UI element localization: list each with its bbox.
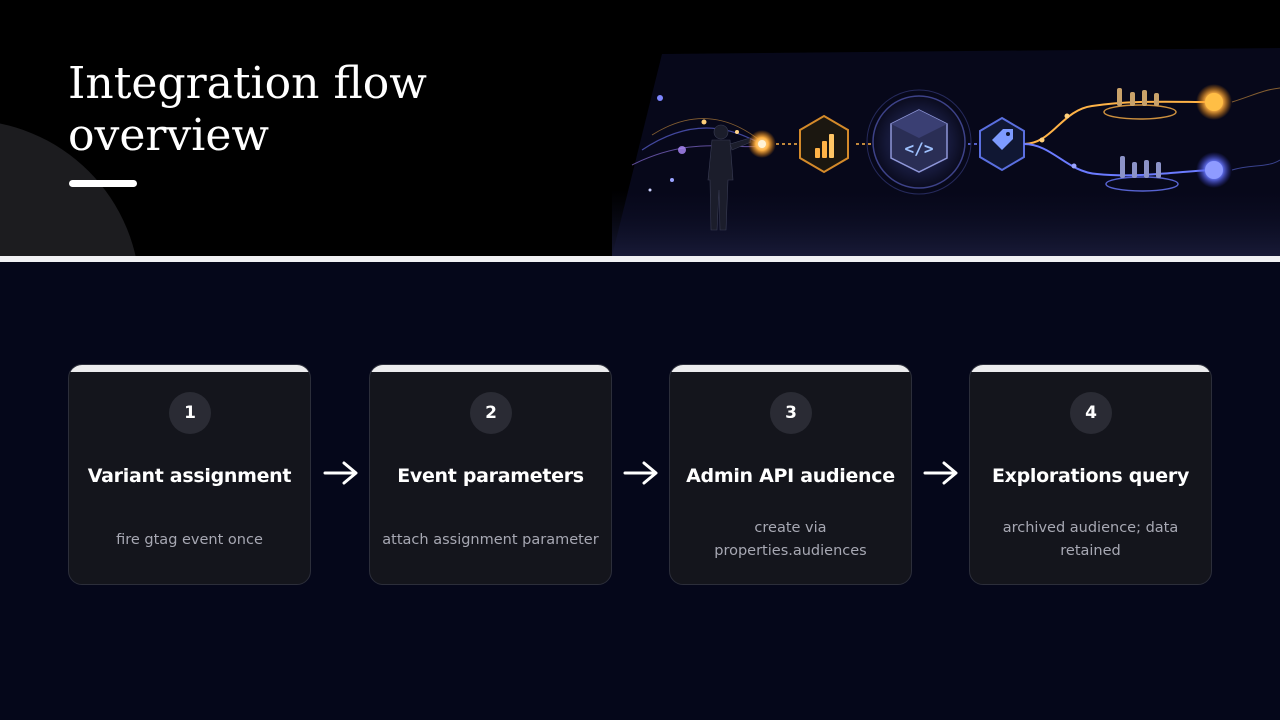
- step-number-badge: 3: [770, 392, 812, 434]
- step-title: Admin API audience: [686, 464, 895, 487]
- step-description: create via properties.audiences: [714, 520, 867, 559]
- svg-text:</>: </>: [905, 139, 934, 158]
- step-description: archived audience; data retained: [1002, 520, 1179, 559]
- right-arrow-icon: [623, 461, 658, 485]
- step-card: 4 Explorations query archived audience; …: [969, 364, 1212, 585]
- person-silhouette: [707, 124, 752, 231]
- header-band: Integration flow overview: [0, 0, 1280, 256]
- slide-title: Integration flow overview: [68, 58, 427, 161]
- tag-icon: [979, 116, 1025, 172]
- step-title: Variant assignment: [87, 464, 292, 487]
- step-number-badge: 1: [169, 392, 211, 434]
- card-accent-bar: [670, 365, 911, 372]
- step-number-badge: 2: [470, 392, 512, 434]
- title-underline: [69, 180, 137, 187]
- integration-illustration: </>: [612, 48, 1280, 256]
- steps-flow: 1 Variant assignment fire gtag event onc…: [68, 364, 1213, 586]
- step-title: Event parameters: [397, 464, 584, 487]
- right-arrow-icon: [323, 461, 358, 485]
- card-accent-bar: [970, 365, 1211, 372]
- step-title: Explorations query: [991, 464, 1190, 487]
- audience-group-orange: [1103, 88, 1177, 120]
- step-card: 3 Admin API audience create via properti…: [669, 364, 912, 585]
- card-accent-bar: [370, 365, 611, 372]
- right-arrow-icon: [923, 461, 958, 485]
- step-description: attach assignment parameter: [382, 531, 599, 548]
- step-number-badge: 4: [1070, 392, 1112, 434]
- step-card: 1 Variant assignment fire gtag event onc…: [68, 364, 311, 585]
- step-description: fire gtag event once: [116, 531, 263, 548]
- header-divider: [0, 256, 1280, 262]
- card-accent-bar: [69, 365, 310, 372]
- audience-group-blue: [1105, 156, 1179, 192]
- step-card: 2 Event parameters attach assignment par…: [369, 364, 612, 585]
- analytics-bar-chart-icon: [799, 114, 849, 174]
- code-cube-icon: </>: [866, 89, 972, 195]
